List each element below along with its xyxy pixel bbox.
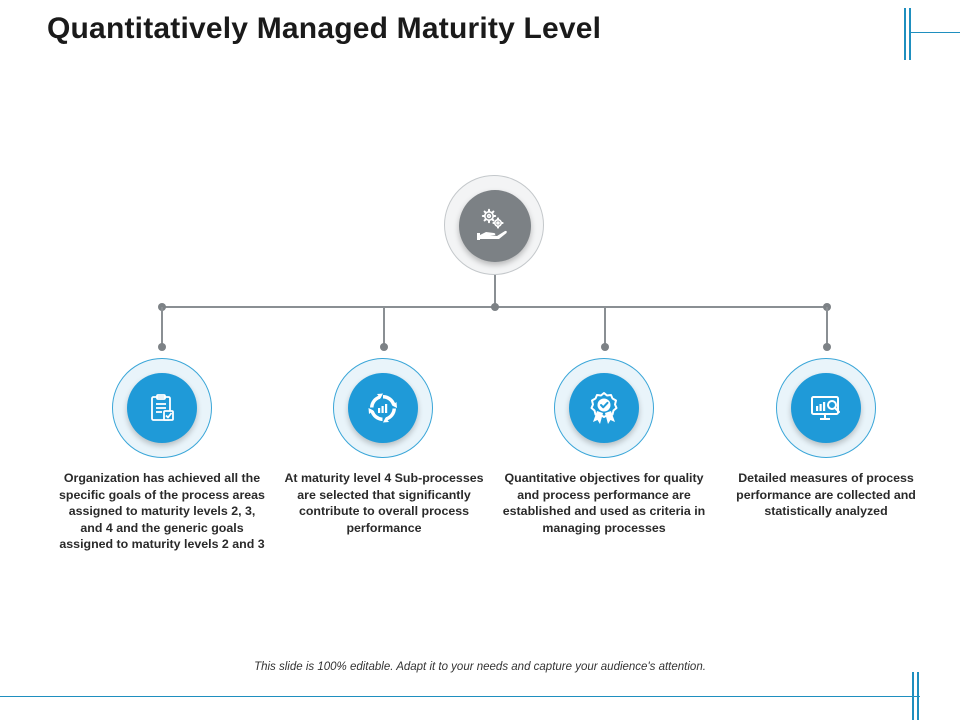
center-node (444, 175, 544, 275)
step-node-core (348, 373, 418, 443)
step-node-core (791, 373, 861, 443)
connector-dot (491, 303, 499, 311)
connector-trunk (494, 275, 496, 307)
step-description-3: Quantitative objectives for quality and … (502, 471, 706, 535)
connector-dot (380, 343, 388, 351)
connector-drop (826, 307, 828, 346)
connector-dot (601, 343, 609, 351)
slide-title: Quantitatively Managed Maturity Level (47, 12, 602, 45)
step-node-2 (333, 358, 433, 458)
connector-dot (823, 343, 831, 351)
cycle-chart-icon (368, 393, 397, 423)
step-node-1 (112, 358, 212, 458)
step-description-4: Detailed measures of process performance… (736, 471, 916, 518)
award-badge-icon (590, 392, 618, 424)
step-node-core (569, 373, 639, 443)
clipboard-check-icon (151, 394, 174, 421)
step-description-2: At maturity level 4 Sub-processes are se… (284, 471, 484, 535)
connector-drop (604, 307, 606, 346)
footer-note: This slide is 100% editable. Adapt it to… (254, 661, 706, 673)
corner-accent-top (909, 8, 911, 60)
corner-accent-top-rule (909, 32, 960, 33)
bottom-rule (0, 696, 920, 697)
monitor-analytics-icon (811, 396, 840, 420)
step-node-3 (554, 358, 654, 458)
corner-accent-top (904, 8, 906, 60)
connector-drop (383, 307, 385, 346)
gears-in-hand-icon (477, 208, 507, 240)
connector-dot (158, 343, 166, 351)
center-node-core (459, 190, 531, 262)
connector-drop (161, 307, 163, 346)
step-node-4 (776, 358, 876, 458)
step-node-core (127, 373, 197, 443)
step-description-1: Organization has achieved all the specif… (59, 471, 265, 551)
